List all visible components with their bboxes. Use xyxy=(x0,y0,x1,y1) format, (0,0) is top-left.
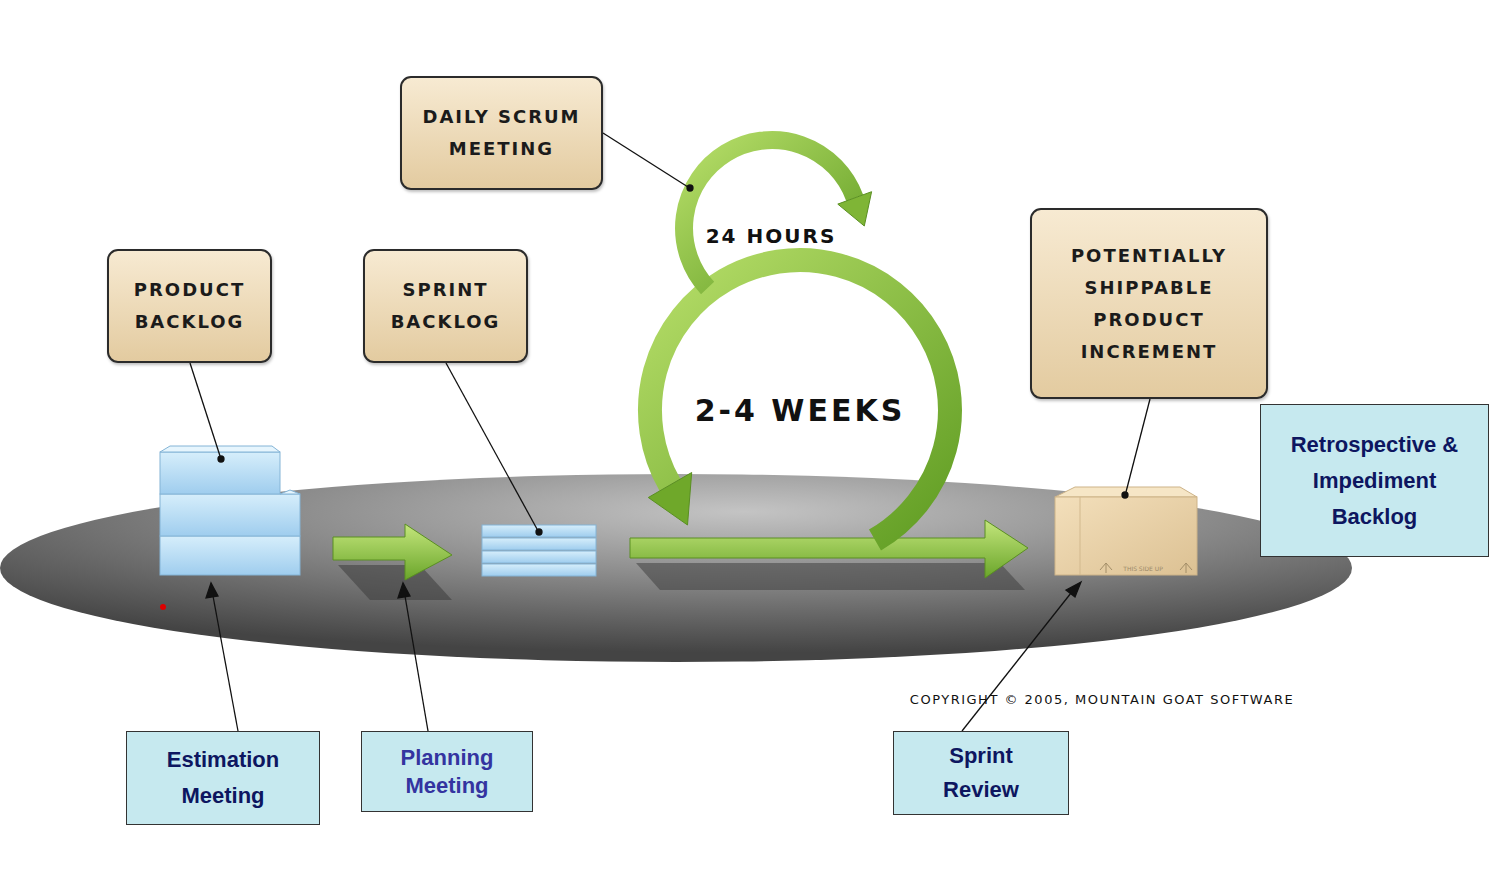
sprint-backlog-stack xyxy=(482,525,596,576)
box-text: SPRINT BACKLOG xyxy=(375,274,516,338)
red-dot xyxy=(160,604,166,610)
box-text: PRODUCT BACKLOG xyxy=(119,274,260,338)
box-text: Retrospective & Impediment Backlog xyxy=(1280,427,1470,535)
artifact-box: POTENTIALLY SHIPPABLE PRODUCT INCREMENT xyxy=(1030,208,1268,399)
artifact-box: PRODUCT BACKLOG xyxy=(107,249,272,363)
artifact-box: SPRINT BACKLOG xyxy=(363,249,528,363)
shipping-box xyxy=(1055,487,1197,575)
leader-lines xyxy=(190,133,1150,731)
meeting-box: Sprint Review xyxy=(893,731,1069,815)
flow-arrow xyxy=(333,524,452,600)
box-text: Estimation Meeting xyxy=(143,742,303,814)
duration-label: 24 HOURS xyxy=(706,224,837,248)
meeting-box: Planning Meeting xyxy=(361,731,533,812)
box-text: Planning Meeting xyxy=(377,744,517,800)
copyright-note: COPYRIGHT © 2005, MOUNTAIN GOAT SOFTWARE xyxy=(910,692,1294,707)
meeting-box: Retrospective & Impediment Backlog xyxy=(1260,404,1489,557)
box-text: Sprint Review xyxy=(911,739,1051,807)
sprint-arrow xyxy=(630,520,1028,590)
duration-label: 2-4 WEEKS xyxy=(695,393,906,428)
artifact-box: DAILY SCRUM MEETING xyxy=(400,76,603,190)
meeting-box: Estimation Meeting xyxy=(126,731,320,825)
sprint-loop xyxy=(648,260,950,540)
product-backlog-stack xyxy=(160,446,300,575)
box-marking: THIS SIDE UP xyxy=(1123,565,1163,572)
box-text: POTENTIALLY SHIPPABLE PRODUCT INCREMENT xyxy=(1042,240,1256,368)
daily-loop xyxy=(684,140,872,288)
box-text: DAILY SCRUM MEETING xyxy=(412,101,591,165)
